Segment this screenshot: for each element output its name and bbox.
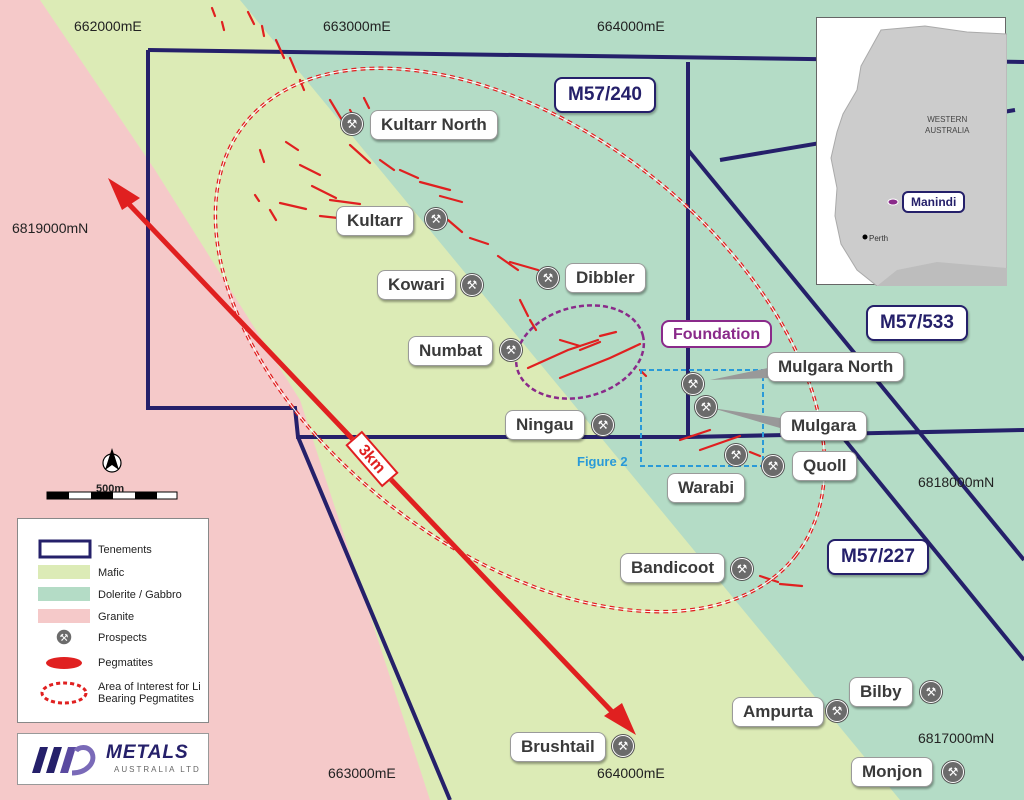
prospect-label[interactable]: Monjon (851, 757, 934, 787)
area-of-interest-inner (214, 67, 826, 613)
inset-map-svg (830, 25, 1007, 286)
prospect-label[interactable]: Numbat (408, 336, 494, 366)
pickaxe-icon[interactable]: ⚒ (461, 274, 483, 296)
legend-granite-swatch (38, 609, 90, 623)
pickaxe-icon[interactable]: ⚒ (731, 558, 753, 580)
tenement-boundary (843, 438, 1024, 662)
prospect-label[interactable]: Ningau (505, 410, 585, 440)
perth-dot (862, 234, 868, 240)
inset-manindi-label[interactable]: Manindi (902, 191, 966, 213)
legend-prospects-label: Prospects (98, 632, 147, 644)
pickaxe-icon[interactable]: ⚒ (425, 208, 447, 230)
arrow-head-nw (108, 178, 140, 210)
foundation-ellipse (514, 304, 646, 400)
grid-northing-label: 6817000mN (918, 730, 995, 746)
prospect-label[interactable]: Bandicoot (620, 553, 726, 583)
pickaxe-icon[interactable]: ⚒ (612, 735, 634, 757)
legend: ⚒ Tenements Mafic Dolerite / Gabbro Gran… (17, 518, 209, 723)
inset-perth-label: Perth (869, 234, 889, 243)
foundation-label[interactable]: Foundation (661, 320, 773, 348)
western-australia-shape (830, 25, 1007, 286)
legend-granite-label: Granite (98, 611, 135, 623)
legend-aoi-swatch (40, 681, 88, 705)
figure-2-label[interactable]: Figure 2 (577, 454, 628, 469)
svg-text:⚒: ⚒ (60, 633, 69, 644)
grid-easting-label: 664000mE (597, 18, 665, 34)
prospect-label[interactable]: Brushtail (510, 732, 606, 762)
north-arrow-icon (102, 448, 122, 473)
legend-swatches: ⚒ (38, 539, 92, 705)
legend-dolerite-swatch (38, 587, 90, 601)
pickaxe-icon[interactable]: ⚒ (695, 396, 717, 418)
grid-easting-label: 664000mE (597, 765, 665, 781)
pickaxe-icon[interactable]: ⚒ (920, 681, 942, 703)
prospect-label[interactable]: Quoll (792, 451, 858, 481)
legend-mafic-swatch (38, 565, 90, 579)
tenement-label[interactable]: M57/533 (866, 305, 968, 341)
logo-mark (32, 745, 96, 776)
prospect-label[interactable]: Ampurta (732, 697, 824, 727)
pickaxe-icon[interactable]: ⚒ (592, 414, 614, 436)
callout-mulgara-north (710, 368, 770, 380)
grid-northing-label: 6818000mN (918, 474, 995, 490)
prospect-label[interactable]: Kultarr (336, 206, 414, 236)
prospect-label[interactable]: Kowari (377, 270, 456, 300)
scale-label: 500m (96, 483, 125, 495)
pickaxe-icon[interactable]: ⚒ (682, 373, 704, 395)
pickaxe-icon[interactable]: ⚒ (942, 761, 964, 783)
southern-coast-shade (877, 262, 1007, 286)
prospect-label[interactable]: Dibbler (565, 263, 646, 293)
manindi-marker (887, 198, 899, 206)
legend-pegmatite-swatch (46, 657, 82, 669)
pickaxe-icon[interactable]: ⚒ (725, 444, 747, 466)
legend-dolerite-label: Dolerite / Gabbro (98, 589, 182, 601)
grid-easting-label: 663000mE (328, 765, 396, 781)
tenement-label[interactable]: M57/240 (554, 77, 656, 113)
tenement-label[interactable]: M57/227 (827, 539, 929, 575)
prospect-label[interactable]: Mulgara North (767, 352, 905, 382)
company-logo: METALS AUSTRALIA LTD (17, 733, 209, 785)
legend-prospect-icon (55, 628, 73, 646)
grid-northing-label: 6819000mN (12, 220, 89, 236)
prospect-label[interactable]: Kultarr North (370, 110, 498, 140)
pickaxe-icon[interactable]: ⚒ (537, 267, 559, 289)
prospect-label[interactable]: Warabi (667, 473, 746, 503)
legend-mafic-label: Mafic (98, 567, 125, 579)
pickaxe-icon[interactable]: ⚒ (762, 455, 784, 477)
tenement-boundary (296, 436, 452, 800)
logo-subtitle: AUSTRALIA LTD (114, 765, 201, 774)
prospect-label[interactable]: Mulgara (780, 411, 868, 441)
pickaxe-icon[interactable]: ⚒ (500, 339, 522, 361)
callout-mulgara (712, 408, 780, 428)
prospect-label[interactable]: Bilby (849, 677, 913, 707)
pickaxe-icon[interactable]: ⚒ (826, 700, 848, 722)
grid-easting-label: 663000mE (323, 18, 391, 34)
scale-bar (46, 491, 178, 500)
logo-wordmark: METALS (106, 742, 189, 763)
pickaxe-icon[interactable]: ⚒ (341, 113, 363, 135)
legend-pegmatites-label: Pegmatites (98, 657, 154, 669)
legend-tenements-label: Tenements (98, 544, 152, 556)
grid-easting-label: 662000mE (74, 18, 142, 34)
legend-tenement-swatch (38, 539, 92, 559)
arrow-head-se (604, 703, 636, 735)
